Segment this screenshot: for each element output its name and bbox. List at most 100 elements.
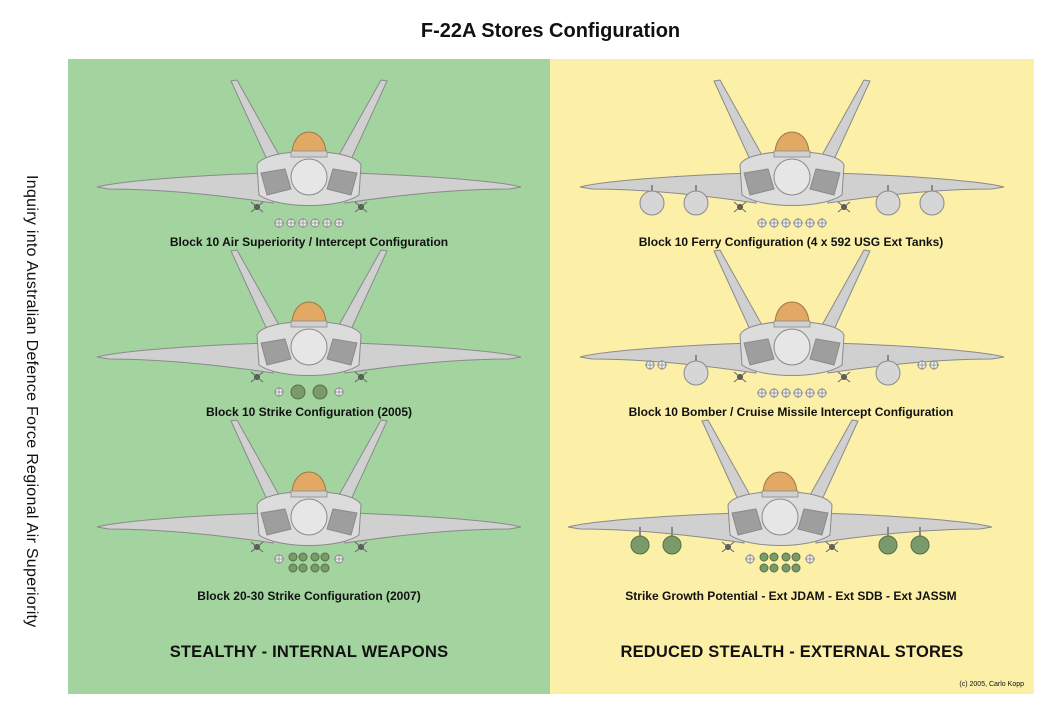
f22-strike-growth-illustration xyxy=(567,419,993,573)
missile-fin-icon xyxy=(817,388,827,398)
panel-footer: STEALTHY - INTERNAL WEAPONS xyxy=(169,643,449,661)
intake-left xyxy=(731,508,763,536)
missile-fin-icon xyxy=(274,554,284,564)
missile-fin-icon xyxy=(250,541,264,553)
bomb-icon xyxy=(320,563,330,573)
missile-fin-icon xyxy=(298,218,308,228)
nose xyxy=(773,328,811,366)
bomb-icon xyxy=(290,384,306,400)
missile-fin-icon xyxy=(322,218,332,228)
missile-fin-icon xyxy=(793,218,803,228)
missile-fin-icon xyxy=(657,360,667,370)
canopy xyxy=(291,301,327,324)
missile-fin-icon xyxy=(781,388,791,398)
intake-left xyxy=(743,168,775,196)
bomb-icon xyxy=(630,535,650,555)
missile-fin-icon xyxy=(354,201,368,213)
bomb-icon xyxy=(662,535,682,555)
wing-left xyxy=(579,342,757,374)
external-tank-icon xyxy=(875,360,901,386)
bomb-icon xyxy=(791,563,801,573)
canopy-frame xyxy=(773,150,811,158)
bomb-icon xyxy=(320,552,330,562)
bomb-icon xyxy=(298,563,308,573)
missile-fin-icon xyxy=(757,388,767,398)
missile-fin-icon xyxy=(250,201,264,213)
missile-fin-icon xyxy=(837,201,851,213)
missile-fin-icon xyxy=(274,218,284,228)
intake-right xyxy=(809,168,841,196)
wing-left xyxy=(579,172,757,204)
canopy xyxy=(774,131,810,154)
external-tank-icon xyxy=(875,190,901,216)
bomb-icon xyxy=(910,535,930,555)
bomb-icon xyxy=(310,552,320,562)
missile-fin-icon xyxy=(733,371,747,383)
bomb-icon xyxy=(791,552,801,562)
bomb-icon xyxy=(781,563,791,573)
intake-right xyxy=(797,508,829,536)
missile-fin-icon xyxy=(334,554,344,564)
missile-fin-icon xyxy=(334,387,344,397)
bomb-icon xyxy=(759,563,769,573)
missile-fin-icon xyxy=(825,541,839,553)
missile-fin-icon xyxy=(310,218,320,228)
missile-fin-icon xyxy=(354,371,368,383)
bomb-icon xyxy=(288,563,298,573)
missile-fin-icon xyxy=(917,360,927,370)
wing-left xyxy=(96,342,274,374)
airframe xyxy=(579,79,1005,206)
f22-air-superiority-illustration xyxy=(96,79,522,228)
bomb-icon xyxy=(769,563,779,573)
intake-right xyxy=(326,508,358,536)
missile-fin-icon xyxy=(721,541,735,553)
copyright-note: (c) 2005, Carlo Kopp xyxy=(959,681,1024,688)
config-caption: Block 20-30 Strike Configuration (2007) xyxy=(197,589,421,603)
missile-fin-icon xyxy=(334,218,344,228)
panel-external: Block 10 Ferry Configuration (4 x 592 US… xyxy=(550,59,1034,694)
canopy-frame xyxy=(290,150,328,158)
missile-fin-icon xyxy=(286,218,296,228)
nose xyxy=(290,498,328,536)
bomb-icon xyxy=(759,552,769,562)
missile-fin-icon xyxy=(837,371,851,383)
canopy xyxy=(291,471,327,494)
intake-left xyxy=(260,338,292,366)
config-caption: Block 10 Strike Configuration (2005) xyxy=(205,405,413,419)
wing-left xyxy=(567,512,745,544)
intake-right xyxy=(809,338,841,366)
wing-right xyxy=(815,512,993,544)
missile-fin-icon xyxy=(757,218,767,228)
missile-fin-icon xyxy=(805,218,815,228)
airframe xyxy=(96,79,522,206)
nose xyxy=(290,158,328,196)
wing-right xyxy=(344,512,522,544)
bomb-icon xyxy=(878,535,898,555)
bomb-icon xyxy=(288,552,298,562)
intake-left xyxy=(743,338,775,366)
nose xyxy=(773,158,811,196)
canopy-frame xyxy=(290,490,328,498)
external-tank-icon xyxy=(683,360,709,386)
missile-fin-icon xyxy=(781,218,791,228)
canopy xyxy=(774,301,810,324)
side-caption: Inquiry into Australian Defence Force Re… xyxy=(23,175,40,628)
config-caption: Block 10 Bomber / Cruise Missile Interce… xyxy=(628,405,954,419)
missile-fin-icon xyxy=(645,360,655,370)
intake-left xyxy=(260,508,292,536)
airframe xyxy=(579,249,1005,376)
panel-footer: REDUCED STEALTH - EXTERNAL STORES xyxy=(620,643,964,661)
airframe xyxy=(567,419,993,546)
missile-fin-icon xyxy=(805,388,815,398)
missile-fin-icon xyxy=(793,388,803,398)
config-caption: Block 10 Ferry Configuration (4 x 592 US… xyxy=(638,235,944,249)
bomb-icon xyxy=(769,552,779,562)
bomb-icon xyxy=(781,552,791,562)
missile-fin-icon xyxy=(805,554,815,564)
external-tank-icon xyxy=(639,190,665,216)
page-title: F-22A Stores Configuration xyxy=(420,20,681,42)
wing-left xyxy=(96,512,274,544)
nose xyxy=(761,498,799,536)
missile-fin-icon xyxy=(929,360,939,370)
intake-right xyxy=(326,168,358,196)
